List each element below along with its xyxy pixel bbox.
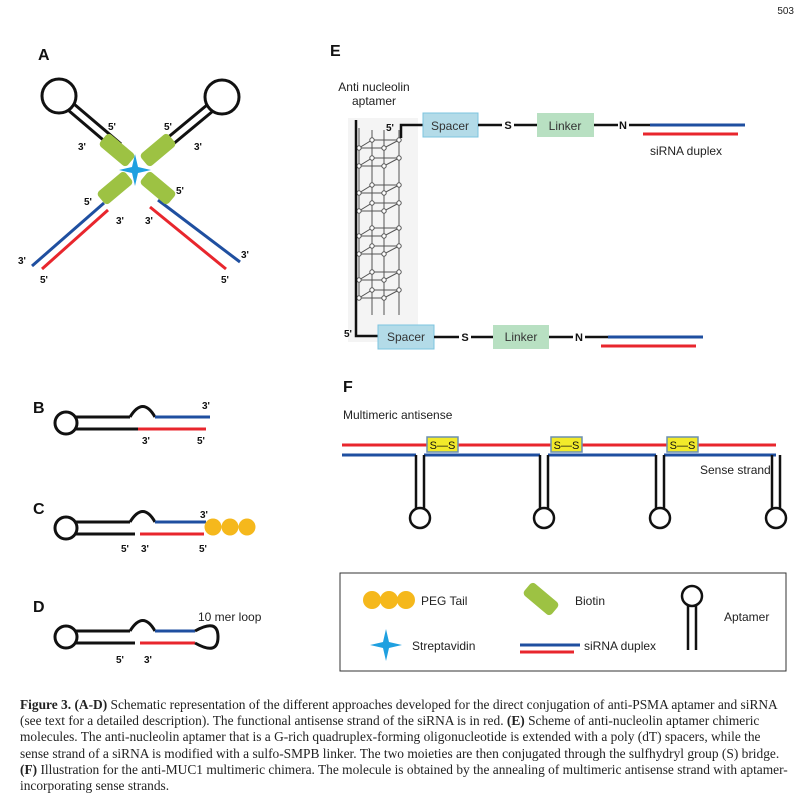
aptamer-loop-right (203, 78, 241, 116)
ten-mer-loop (194, 624, 220, 650)
disulfide-label: S—S (670, 440, 696, 452)
disulfide-bridge: S—S (550, 436, 583, 453)
aptamer-unit (532, 455, 556, 530)
biotin-icon (523, 582, 559, 616)
aptamer-unit (648, 455, 672, 530)
prime-label: 3' (116, 216, 124, 227)
prime-label: 3' (194, 142, 202, 153)
quadruplex-background (348, 118, 418, 342)
peg-bead (221, 518, 239, 536)
prime-label: 5' (84, 197, 92, 208)
panel-a: A 5' 3' 5' 3' 5' 5' 3' 3' 3' 5' 3' 5' (18, 47, 249, 286)
aptamer-unit (764, 455, 788, 530)
panel-c: C 3' 5' 3' 5' (33, 501, 256, 555)
panel-f-label: F (343, 379, 353, 396)
prime-label: 3' (144, 655, 152, 666)
panel-e: E Anti nucleolin aptamer 5' Spacer S Lin… (330, 43, 745, 350)
peg-bead (204, 518, 222, 536)
prime-label: 3' (142, 436, 150, 447)
sirna-duplex-label: siRNA duplex (650, 144, 722, 158)
caption-panel-ref: (A-D) (74, 697, 108, 712)
prime-label: 3' (145, 216, 153, 227)
prime-label: 5' (108, 122, 116, 133)
disulfide-label: S—S (554, 440, 580, 452)
prime-label: 5' (176, 186, 184, 197)
linker-box (493, 325, 549, 349)
prime-label: 5' (116, 655, 124, 666)
panel-d-label: D (33, 599, 45, 616)
panel-a-label: A (38, 47, 50, 64)
nitrogen-label: N (619, 120, 627, 132)
spacer-box (377, 324, 435, 350)
panel-b: B 3' 3' 5' (33, 400, 210, 447)
legend-biotin-label: Biotin (575, 594, 605, 608)
figure-diagram: A 5' 3' 5' 3' 5' 5' 3' 3' 3' 5' 3' 5' B (18, 43, 788, 672)
linker-box (537, 113, 594, 137)
prime-label: 5' (221, 275, 229, 286)
prime-label: 5' (386, 123, 394, 134)
spacer-label: Spacer (431, 119, 469, 133)
caption-text: Illustration for the anti-MUC1 multimeri… (20, 761, 788, 794)
prime-label: 5' (199, 544, 207, 555)
prime-label: 3' (78, 142, 86, 153)
figure-caption: Figure 3. (A-D) Schematic representation… (20, 697, 790, 794)
legend-peg-label: PEG Tail (421, 594, 467, 608)
loop-label: 10 mer loop (198, 610, 262, 624)
caption-text: Schematic representation of the differen… (20, 697, 777, 729)
panel-d: D 10 mer loop 5' 3' (33, 599, 262, 666)
disulfide-label: S—S (430, 440, 456, 452)
panel-f: F Multimeric antisense S—S S—S S—S Sense s… (342, 379, 788, 530)
prime-label: 5' (197, 436, 205, 447)
prime-label: 3' (18, 256, 26, 267)
sulfur-label: S (461, 332, 468, 344)
peg-bead (238, 518, 256, 536)
biotin-icon (140, 171, 176, 205)
legend: PEG Tail Biotin Aptamer Streptavidin siR… (339, 572, 787, 672)
aptamer-loop-left (40, 77, 78, 115)
caption-panel-ref: (E) (506, 713, 525, 729)
aptamer-unit (408, 455, 432, 530)
biotin-icon (140, 133, 176, 167)
biotin-icon (97, 171, 133, 205)
biotin-icon (99, 133, 135, 167)
sense-strand-label: Sense strand (700, 463, 771, 477)
prime-label: 5' (40, 275, 48, 286)
prime-label: 5' (164, 122, 172, 133)
page-number: 503 (777, 6, 794, 17)
prime-label: 3' (241, 250, 249, 261)
disulfide-bridge: S—S (666, 436, 699, 453)
caption-figure-number: Figure 3. (20, 697, 72, 712)
antisense-label: Multimeric antisense (343, 408, 453, 422)
legend-streptavidin-label: Streptavidin (412, 639, 475, 653)
aptamer-label: Anti nucleolin (338, 80, 409, 94)
caption-panel-ref: (F) (20, 761, 38, 777)
legend-aptamer-label: Aptamer (724, 610, 769, 624)
sulfur-label: S (504, 120, 511, 132)
g-quadruplex-structure (356, 128, 402, 315)
disulfide-bridge: S—S (426, 436, 459, 453)
panel-c-label: C (33, 501, 45, 518)
aptamer-icon (680, 584, 704, 608)
spacer-box (422, 112, 479, 138)
spacer-label: Spacer (387, 330, 425, 344)
prime-label: 3' (202, 401, 210, 412)
caption-text: Scheme of anti-nucleolin aptamer chimeri… (20, 713, 780, 761)
prime-label: 3' (200, 510, 208, 521)
panel-e-label: E (330, 43, 341, 60)
legend-sirna-label: siRNA duplex (584, 639, 656, 653)
linker-label: Linker (505, 330, 538, 344)
peg-tail-icon (397, 591, 415, 609)
nitrogen-label: N (575, 332, 583, 344)
panel-b-label: B (33, 400, 45, 417)
linker-label: Linker (549, 119, 582, 133)
aptamer-label: aptamer (352, 94, 396, 108)
prime-label: 5' (121, 544, 129, 555)
prime-label: 5' (344, 329, 352, 340)
prime-label: 3' (141, 544, 149, 555)
